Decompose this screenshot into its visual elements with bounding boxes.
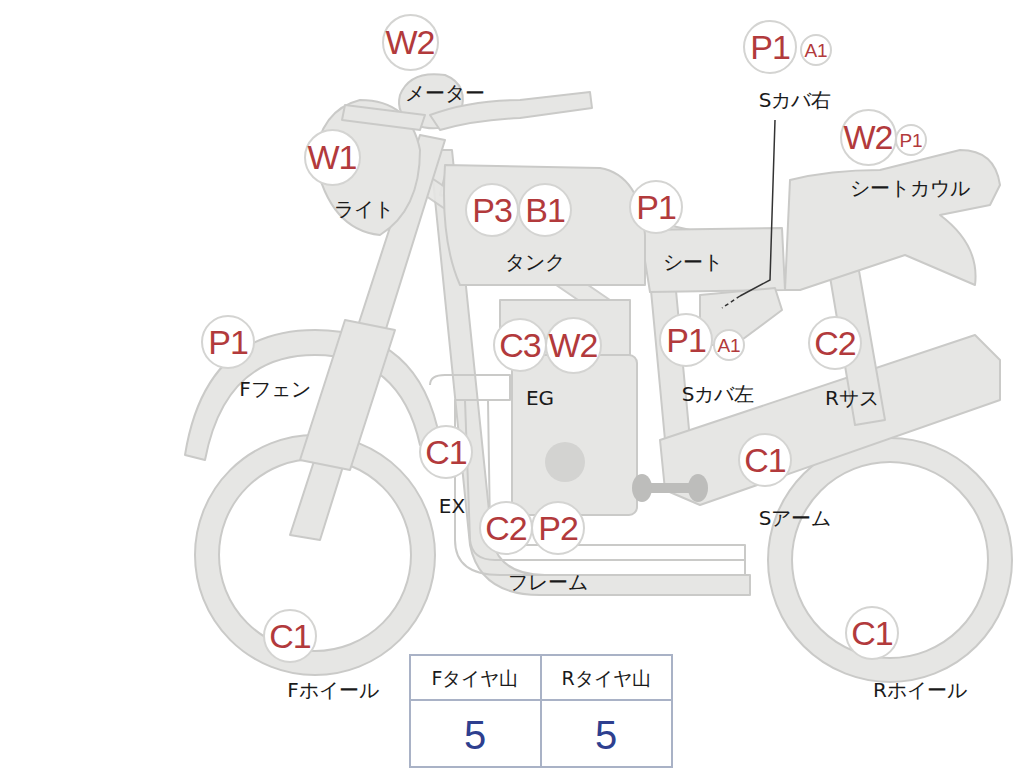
- callout-circle: W1: [304, 129, 361, 186]
- callout-circle: C1: [263, 609, 317, 663]
- part-name: シート: [661, 251, 725, 273]
- callout-code: A1: [804, 41, 827, 60]
- callout-code: P3: [472, 193, 512, 227]
- callout-circle: A1: [713, 329, 745, 361]
- part-name: Sカバ右: [757, 89, 834, 111]
- callout-code: B1: [525, 193, 565, 227]
- callout-code: P2: [538, 511, 578, 545]
- callout-circle: A1: [800, 34, 832, 66]
- callout-circle: C3: [493, 318, 547, 372]
- callout-circle: P1: [201, 315, 255, 369]
- part-name: シートカウル: [848, 177, 972, 199]
- callout-circle: C1: [738, 433, 792, 487]
- callout-circle: C1: [419, 425, 473, 479]
- part-name: Rサス: [823, 387, 881, 409]
- tread-value: 5: [593, 713, 619, 757]
- callout-code: W2: [549, 328, 598, 362]
- tread-value: 5: [462, 713, 488, 757]
- callout-code: A1: [717, 336, 740, 355]
- callout-code: P1: [208, 325, 248, 359]
- callout-circle: C2: [479, 501, 533, 555]
- part-name: Sアーム: [757, 507, 834, 529]
- callout-circle: C1: [845, 606, 899, 660]
- callout-circle: W2: [545, 317, 602, 374]
- callout-code: C2: [814, 326, 855, 360]
- callout-circle: W2: [382, 14, 439, 71]
- part-name: Fホイール: [285, 679, 381, 701]
- part-name: フレーム: [506, 571, 590, 593]
- callout-circle: P1: [895, 124, 927, 156]
- callout-circle: P1: [743, 20, 797, 74]
- callout-code: W2: [386, 25, 435, 59]
- callout-circle: W2: [840, 109, 897, 166]
- callout-code: C2: [485, 511, 526, 545]
- callout-code: C3: [499, 328, 540, 362]
- callout-circle: C2: [808, 316, 862, 370]
- callout-code: C1: [269, 619, 310, 653]
- callout-circle: B1: [518, 183, 572, 237]
- callout-circle: P1: [629, 180, 683, 234]
- callout-circle: P1: [659, 313, 713, 367]
- callout-code: W1: [308, 140, 357, 174]
- table-header: Fタイヤ山: [430, 668, 521, 689]
- part-name: Rホイール: [871, 679, 969, 701]
- callout-code: C1: [851, 616, 892, 650]
- callout-circle: P3: [465, 183, 519, 237]
- callout-code: P1: [899, 131, 922, 150]
- part-name: メーター: [403, 82, 487, 104]
- part-name: Fフェン: [237, 378, 313, 400]
- part-name: Sカバ左: [680, 383, 757, 405]
- callout-code: W2: [844, 120, 893, 154]
- callout-code: P1: [666, 323, 706, 357]
- callout-code: P1: [636, 190, 676, 224]
- part-name: ライト: [332, 198, 396, 220]
- part-name: EX: [437, 495, 467, 517]
- callout-circle: P2: [531, 501, 585, 555]
- callout-code: C1: [425, 435, 466, 469]
- callout-code: C1: [744, 443, 785, 477]
- callout-code: P1: [750, 30, 790, 64]
- part-name: タンク: [503, 251, 567, 273]
- part-name: EG: [524, 387, 556, 409]
- table-header: Rタイヤ山: [559, 668, 652, 689]
